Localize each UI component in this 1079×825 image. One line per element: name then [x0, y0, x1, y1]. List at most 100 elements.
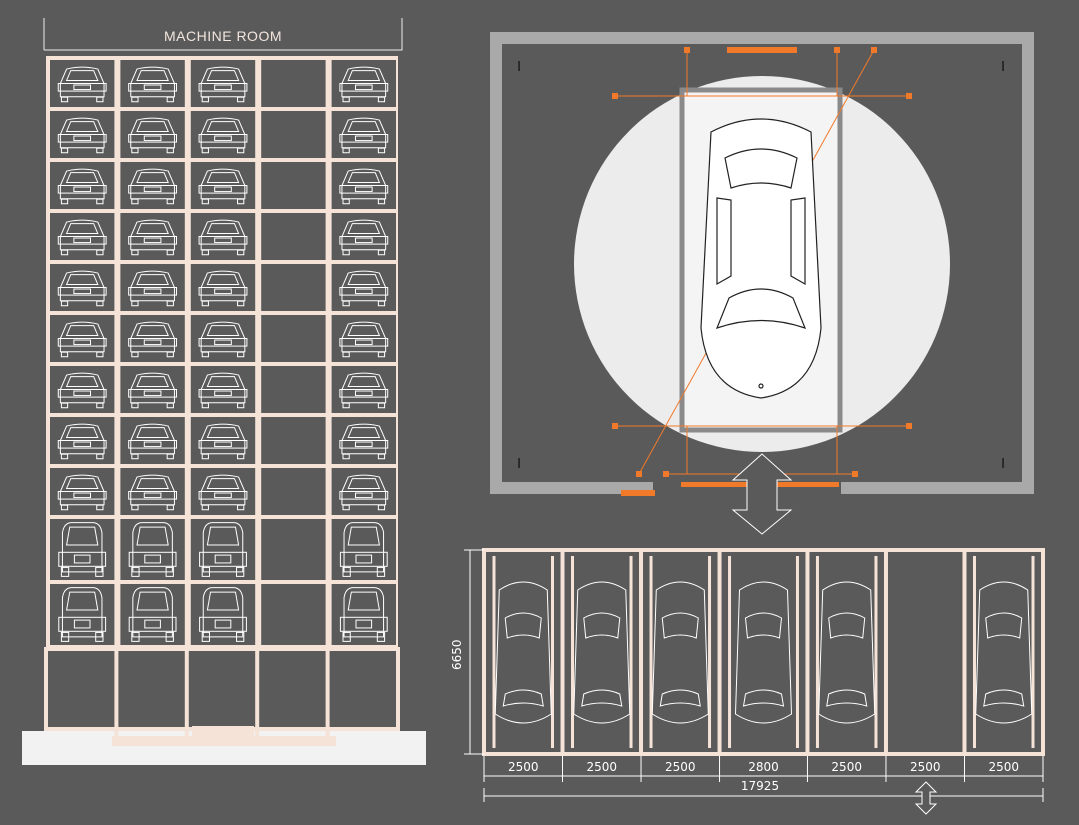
parking-cell: [50, 584, 115, 645]
parking-cell: [120, 584, 185, 645]
car-front-icon: [57, 66, 107, 103]
exit-arrow-icon: [914, 781, 938, 815]
bay-width-label: 2500: [586, 760, 618, 774]
parking-cell: [261, 417, 326, 464]
car-front-icon: [57, 474, 107, 511]
parking-cell: [190, 584, 256, 645]
car-top-icon: [700, 118, 822, 399]
bay-width-label: 2800: [748, 760, 779, 774]
parking-cell: [261, 264, 326, 311]
car-front-icon: [198, 270, 248, 307]
car-front-icon: [128, 372, 178, 409]
bay-width-label: 2500: [831, 760, 862, 774]
van-front-icon: [339, 522, 388, 577]
car-front-icon: [339, 474, 389, 511]
car-front-icon: [128, 321, 178, 358]
sensor-marker: [906, 423, 912, 429]
car-front-icon: [198, 219, 248, 256]
car-front-icon: [128, 474, 178, 511]
car-front-icon: [57, 270, 107, 307]
car-front-icon: [198, 474, 248, 511]
side-door: [621, 490, 655, 496]
car-front-icon: [128, 270, 178, 307]
car-top-icon: [494, 581, 552, 724]
sensor-marker: [663, 471, 669, 477]
sensor-marker: [636, 471, 642, 477]
car-front-icon: [198, 321, 248, 358]
car-front-icon: [128, 423, 178, 460]
turntable-plan: I I I I: [485, 28, 1040, 548]
parking-cell: [261, 468, 326, 515]
car-front-icon: [198, 66, 248, 103]
car-top-icon: [818, 581, 876, 724]
car-front-icon: [57, 168, 107, 205]
elevation-drawing: [22, 18, 426, 765]
parking-cell: [261, 366, 326, 413]
car-front-icon: [339, 372, 389, 409]
sensor-marker: [612, 423, 618, 429]
van-front-icon: [339, 587, 388, 642]
parking-cell: [331, 584, 396, 645]
tower-base: [44, 647, 400, 731]
car-top-icon: [573, 581, 631, 724]
sensor-marker: [834, 47, 840, 53]
bay-width-label: 2500: [909, 760, 941, 774]
car-front-icon: [57, 321, 107, 358]
sensor-marker: [852, 471, 858, 477]
car-front-icon: [198, 372, 248, 409]
parking-cell: [190, 519, 256, 580]
bay-plan-drawing: [464, 548, 1045, 815]
parking-cell: [331, 519, 396, 580]
car-front-icon: [57, 219, 107, 256]
car-front-icon: [128, 66, 178, 103]
car-front-icon: [339, 321, 389, 358]
car-front-icon: [339, 219, 389, 256]
car-front-icon: [339, 168, 389, 205]
bay-outline: [482, 548, 1045, 756]
elevation-view: MACHINE ROOM: [0, 0, 440, 820]
sensor-marker: [906, 93, 912, 99]
car-front-icon: [128, 117, 178, 154]
car-front-icon: [57, 423, 107, 460]
depth-dimension-label: 6650: [450, 639, 464, 670]
car-front-icon: [198, 423, 248, 460]
van-front-icon: [128, 587, 177, 642]
car-front-icon: [339, 423, 389, 460]
sensor-marker: [871, 47, 877, 53]
total-width-label: 17925: [740, 779, 780, 793]
car-front-icon: [198, 117, 248, 154]
parking-cell: [261, 162, 326, 209]
turntable-drawing: I I I I: [490, 32, 1034, 535]
parking-cell: [50, 519, 115, 580]
van-front-icon: [128, 522, 177, 577]
parking-cell: [261, 60, 326, 107]
car-front-icon: [339, 66, 389, 103]
sensor-marker: [684, 47, 690, 53]
column-marker: I: [517, 60, 521, 75]
car-top-icon: [734, 581, 793, 724]
car-front-icon: [339, 117, 389, 154]
rear-door: [727, 47, 797, 53]
bay-width-label: 2500: [664, 760, 696, 774]
column-marker: I: [1001, 60, 1005, 75]
machine-room-label: MACHINE ROOM: [164, 28, 282, 44]
van-front-icon: [58, 522, 107, 577]
lift-platform: [192, 726, 254, 736]
parking-cell: [261, 519, 326, 580]
car-front-icon: [339, 270, 389, 307]
car-front-icon: [57, 372, 107, 409]
car-front-icon: [128, 219, 178, 256]
car-front-icon: [198, 168, 248, 205]
van-front-icon: [199, 587, 247, 642]
column-marker: I: [1001, 457, 1005, 472]
van-front-icon: [199, 522, 247, 577]
car-front-icon: [57, 117, 107, 154]
car-top-icon: [975, 581, 1033, 724]
car-front-icon: [128, 168, 178, 205]
sensor-marker: [612, 93, 618, 99]
car-top-icon: [651, 581, 709, 724]
header-bracket: [43, 18, 403, 51]
column-marker: I: [517, 457, 521, 472]
bay-width-label: 2500: [507, 760, 539, 774]
